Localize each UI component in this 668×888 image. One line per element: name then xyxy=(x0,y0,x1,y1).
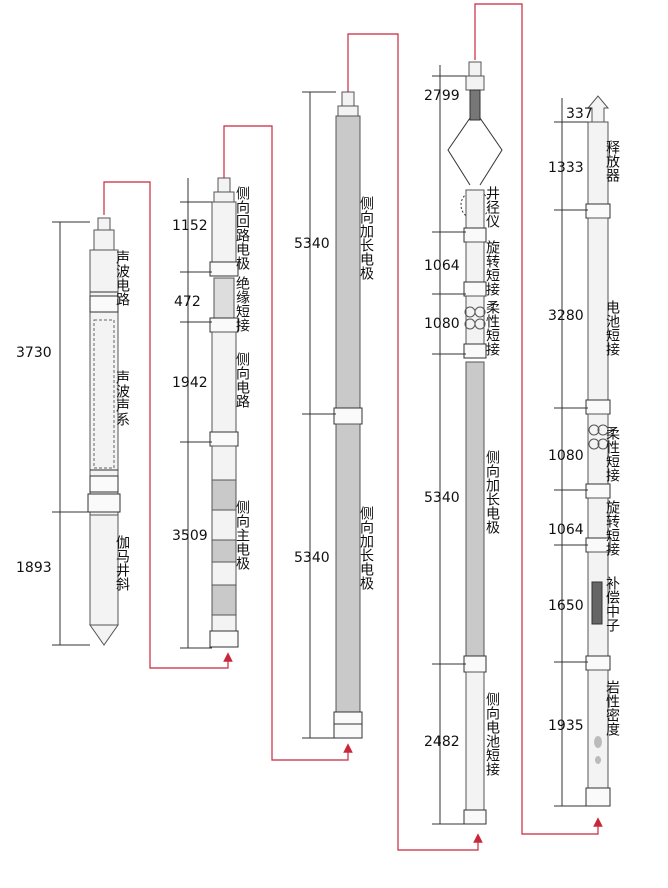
tool-4: 2799 1064 1080 5340 2482 井径仪 旋转短接 柔性短接 侧… xyxy=(424,61,503,825)
label-swivel-sub-a: 旋转短接 xyxy=(484,240,500,297)
label-flex-sub-a: 柔性短接 xyxy=(484,300,500,357)
label-lateral-battery-sub: 侧向电池短接 xyxy=(484,692,500,777)
dim-2482: 2482 xyxy=(424,734,460,750)
tool-3: 5340 5340 侧向加长电极 侧向加长电极 xyxy=(294,91,374,739)
dim-1333: 1333 xyxy=(548,160,584,176)
label-lateral-extended-electrode-c: 侧向加长电极 xyxy=(484,450,500,534)
dim-1893: 1893 xyxy=(16,560,52,576)
tool-1: 3730 1893 声波电路 声波声系 伽马井斜 xyxy=(16,217,130,646)
dim-5340-c: 5340 xyxy=(424,490,460,506)
label-swivel-sub-b: 旋转短接 xyxy=(604,500,620,557)
label-flex-sub-b: 柔性短接 xyxy=(604,426,620,483)
dim-5340-b: 5340 xyxy=(294,550,330,566)
label-release: 释放器 xyxy=(604,140,620,182)
dim-1080-b: 1080 xyxy=(548,448,584,464)
dim-3280: 3280 xyxy=(548,308,584,324)
label-lateral-main-electrode: 侧向主电极 xyxy=(234,500,250,570)
label-sonic-circuit: 声波电路 xyxy=(114,250,130,306)
label-sonic-array: 声波声系 xyxy=(114,370,130,426)
dim-1064-b: 1064 xyxy=(548,522,584,538)
dim-472: 472 xyxy=(174,294,201,310)
label-insulation-sub: 绝缘短接 xyxy=(234,276,250,333)
dim-3509: 3509 xyxy=(172,528,208,544)
label-caliper: 井径仪 xyxy=(484,186,500,228)
label-lateral-extended-electrode-a: 侧向加长电极 xyxy=(358,196,374,280)
dim-1152: 1152 xyxy=(172,218,208,234)
label-battery-sub: 电池短接 xyxy=(604,300,620,357)
dim-1942: 1942 xyxy=(172,375,208,391)
label-litho-density: 岩性密度 xyxy=(604,680,620,736)
label-lateral-extended-electrode-b: 侧向加长电极 xyxy=(358,506,374,590)
label-gamma-deviation: 伽马井斜 xyxy=(114,535,130,591)
tool-5: 337 1333 3280 1080 1064 1650 1935 释放器 电池… xyxy=(548,95,620,807)
dim-1935: 1935 xyxy=(548,718,584,734)
label-lateral-return-electrode: 侧向回路电极 xyxy=(234,186,250,270)
label-lateral-circuit: 侧向电路 xyxy=(234,352,250,408)
dim-5340-a: 5340 xyxy=(294,236,330,252)
dim-1650: 1650 xyxy=(548,598,584,614)
dim-1064-a: 1064 xyxy=(424,258,460,274)
label-compensated-neutron: 补偿中子 xyxy=(604,576,620,632)
dim-1080-a: 1080 xyxy=(424,316,460,332)
dim-337: 337 xyxy=(566,106,593,122)
dim-3730: 3730 xyxy=(16,345,52,361)
connector-lines xyxy=(103,3,603,851)
dim-2799: 2799 xyxy=(424,88,460,104)
tool-2: 1152 472 1942 3509 侧向回路电极 绝缘短接 侧向电路 侧向主电… xyxy=(172,177,250,649)
